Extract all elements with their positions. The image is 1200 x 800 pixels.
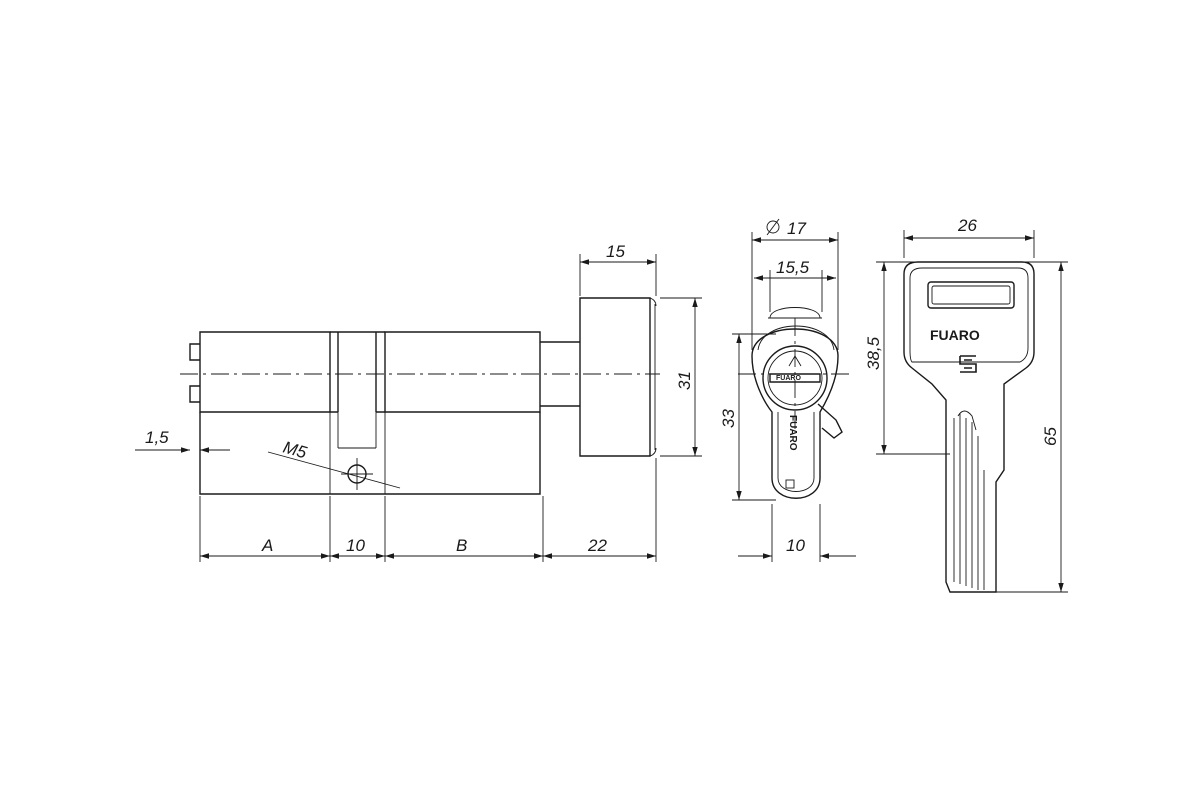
key-window-inner — [931, 285, 1011, 305]
dim-26-label: 26 — [957, 216, 977, 235]
knob-spindle — [540, 341, 580, 407]
profile-view: FUARO FUARO — [738, 307, 852, 499]
cam-inner — [337, 412, 377, 449]
dim-1-5-label: 1,5 — [145, 428, 169, 447]
key-brand: FUARO — [930, 327, 980, 343]
dim-10b-label: 10 — [786, 536, 805, 555]
profile-top-edge — [768, 307, 822, 319]
left-end-notch — [189, 343, 200, 403]
dim-31-label: 31 — [675, 371, 694, 390]
dim-10-label: 10 — [346, 536, 365, 555]
key-logo-icon — [959, 355, 977, 373]
dim-b-label: B — [456, 536, 467, 555]
right-body-outline — [384, 331, 541, 413]
plug-text: FUARO — [776, 375, 801, 382]
key-blade-cut — [957, 410, 977, 431]
profile-logo-box — [785, 479, 795, 489]
turn-tab — [817, 403, 843, 439]
profile-dimensions: 17 15,5 33 10 — [719, 218, 856, 562]
plug-inner-circle — [767, 350, 823, 406]
profile-knob-rim — [757, 325, 835, 351]
dim-33-label: 33 — [719, 409, 738, 428]
key-dimensions: 26 38,5 65 — [864, 216, 1068, 593]
cam-slot — [330, 331, 385, 413]
dim-m5-label: M5 — [281, 438, 309, 463]
key-head-outline — [903, 261, 1035, 593]
dim-38-label: 38,5 — [864, 336, 883, 370]
plug-outer-circle — [762, 345, 828, 411]
dim-a-label: A — [261, 536, 273, 555]
dim-15-5-label: 15,5 — [776, 258, 810, 277]
dim-15-label: 15 — [606, 242, 625, 261]
profile-brand: FUARO — [787, 415, 798, 451]
diameter-icon — [766, 218, 780, 236]
knob-rim — [649, 297, 657, 457]
side-view — [180, 297, 660, 495]
dim-17-label: 17 — [787, 219, 806, 238]
key-view: FUARO — [903, 261, 1035, 593]
lower-body-outline — [199, 412, 541, 495]
key-window — [927, 281, 1015, 309]
side-dimensions: 15 31 1,5 M5 A 10 B 22 — [135, 242, 702, 562]
left-body-outline — [199, 331, 331, 413]
dim-65-label: 65 — [1041, 427, 1060, 446]
plug-triangle — [788, 355, 802, 367]
m5-leader — [267, 451, 401, 489]
dim-22-label: 22 — [587, 536, 607, 555]
profile-lower-inner — [777, 412, 815, 492]
plug-keyway — [769, 373, 821, 383]
key-head-inner — [909, 267, 1029, 363]
knob-outline — [579, 297, 651, 457]
profile-outer — [751, 328, 839, 499]
key-blade-edge — [977, 436, 985, 590]
